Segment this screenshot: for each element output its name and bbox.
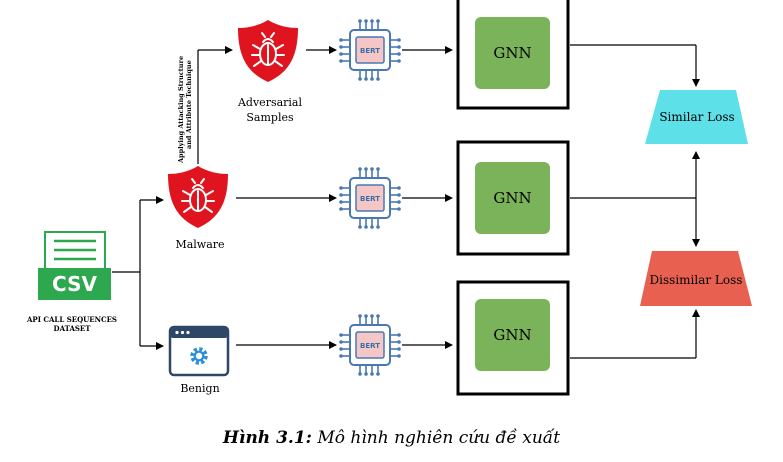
bert-label: BERT (360, 47, 380, 55)
adversarial-shield-icon (237, 19, 299, 83)
caption-prefix: Hình 3.1: (222, 428, 312, 448)
gnn-label: GNN (493, 326, 531, 344)
dataset-label-line1: API CALL SEQUENCES (26, 315, 117, 324)
bert-chip-icon: BERT (338, 18, 402, 82)
dissimilar-loss-label: Dissimilar Loss (650, 273, 743, 287)
figure-caption: Hình 3.1: Mô hình nghiên cứu đề xuất (0, 428, 783, 448)
bert-label: BERT (360, 195, 380, 203)
attack-technique-label-line2: and Attribute Technique (185, 60, 193, 149)
adversarial-label-line1: Adversarial (237, 96, 303, 109)
gnn-label: GNN (493, 44, 531, 62)
attack-connector (197, 46, 233, 164)
gnn-block: GNN (456, 0, 570, 110)
csv-icon-text: CSV (52, 272, 97, 296)
benign-label: Benign (180, 382, 219, 395)
dataset-label-line2: DATASET (54, 324, 92, 333)
bert-chip-icon: BERT (338, 313, 402, 377)
bert-label: BERT (360, 342, 380, 350)
malware-shield-icon (167, 165, 229, 229)
gnn-block: GNN (456, 140, 570, 256)
similar-loss-label: Similar Loss (659, 110, 734, 124)
malware-label: Malware (175, 238, 224, 251)
benign-window-icon (168, 325, 230, 377)
bert-to-gnn-arrows (402, 46, 453, 349)
csv-file-icon: CSV (38, 231, 111, 300)
gnn-label: GNN (493, 189, 531, 207)
input-to-bert-arrows (236, 46, 337, 349)
bert-chip-icon: BERT (338, 166, 402, 230)
similar-loss-block: Similar Loss (645, 90, 748, 144)
gnn-block: GNN (456, 280, 570, 396)
dissimilar-loss-block: Dissimilar Loss (640, 251, 752, 306)
dataset-connectors (112, 196, 164, 350)
caption-text: Mô hình nghiên cứu đề xuất (317, 428, 561, 448)
attack-technique-label-line1: Applying Attacking Structure (177, 56, 185, 164)
gnn-to-loss-connectors (570, 44, 700, 359)
adversarial-label-line2: Samples (246, 111, 294, 124)
